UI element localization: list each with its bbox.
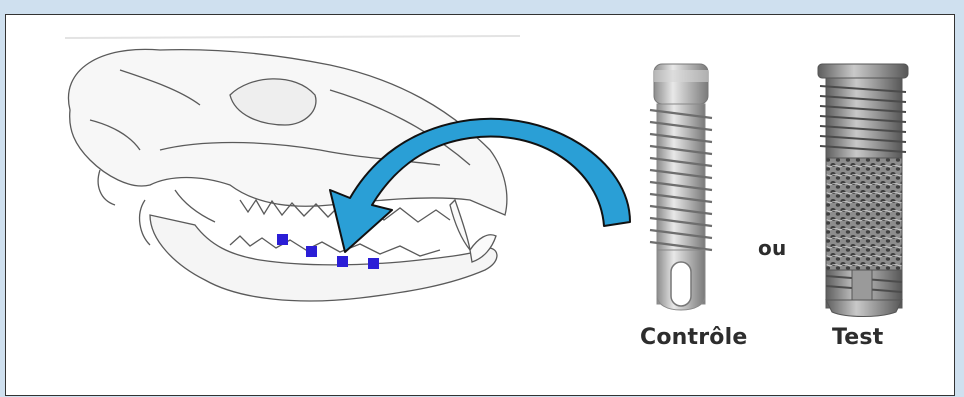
implant-site-marker: [368, 258, 379, 269]
dog-skull-illustration: [68, 49, 506, 301]
implant-site-marker: [306, 246, 317, 257]
or-label: ou: [758, 236, 786, 260]
control-label: Contrôle: [640, 325, 747, 350]
implant-site-marker: [337, 256, 348, 267]
control-implant: [650, 64, 712, 310]
test-label: Test: [832, 325, 883, 350]
implant-site-marker: [277, 234, 288, 245]
drawing-edge-line: [65, 36, 520, 38]
test-implant: [818, 64, 908, 317]
